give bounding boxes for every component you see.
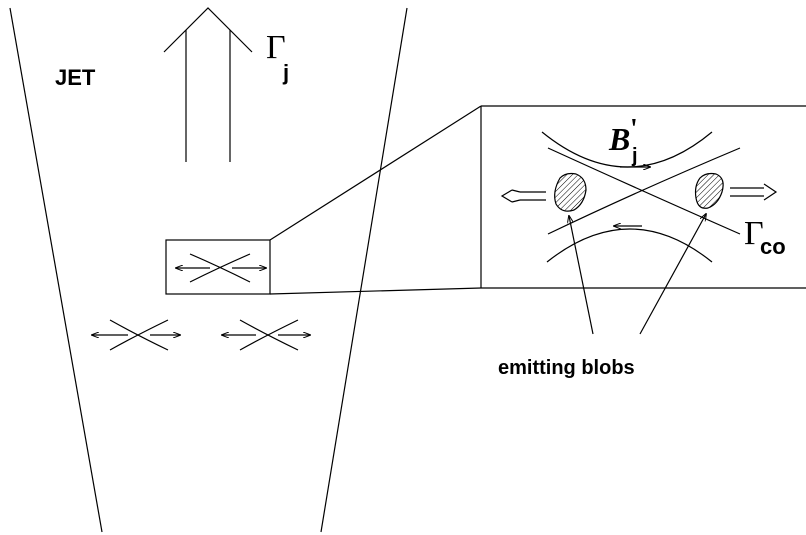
jet-left-wall [9,7,103,533]
blob-pointer-right [639,214,706,335]
gamma-co-subscript: co [760,234,786,259]
b-field-symbol: B [608,121,630,157]
b-field-prime: ' [630,114,638,145]
emitting-blob-left [554,172,587,212]
emitting-blobs-label: emitting blobs [498,357,635,379]
reconnection-x-left [92,319,180,351]
zoom-line-bottom [269,287,482,295]
outflow-arrow-right [730,183,778,201]
jet-right-wall [320,7,408,533]
gamma-j-symbol: Γ [266,29,286,66]
b-field-subscript: j [631,145,638,167]
emitting-blob-right [694,172,724,209]
jet-flow-arrow [163,7,253,162]
reconnection-x-in-box [176,253,266,283]
gamma-co-symbol: Γ [744,215,764,252]
zoom-panel [480,105,806,289]
outflow-arrow-left [500,189,546,203]
reconnection-small-box [165,239,271,295]
reconnection-x-right [222,319,310,351]
zoom-line-top [269,105,482,241]
jet-label: JET [55,65,96,90]
gamma-j-subscript: j [282,60,289,85]
blob-pointer-left [569,216,594,335]
